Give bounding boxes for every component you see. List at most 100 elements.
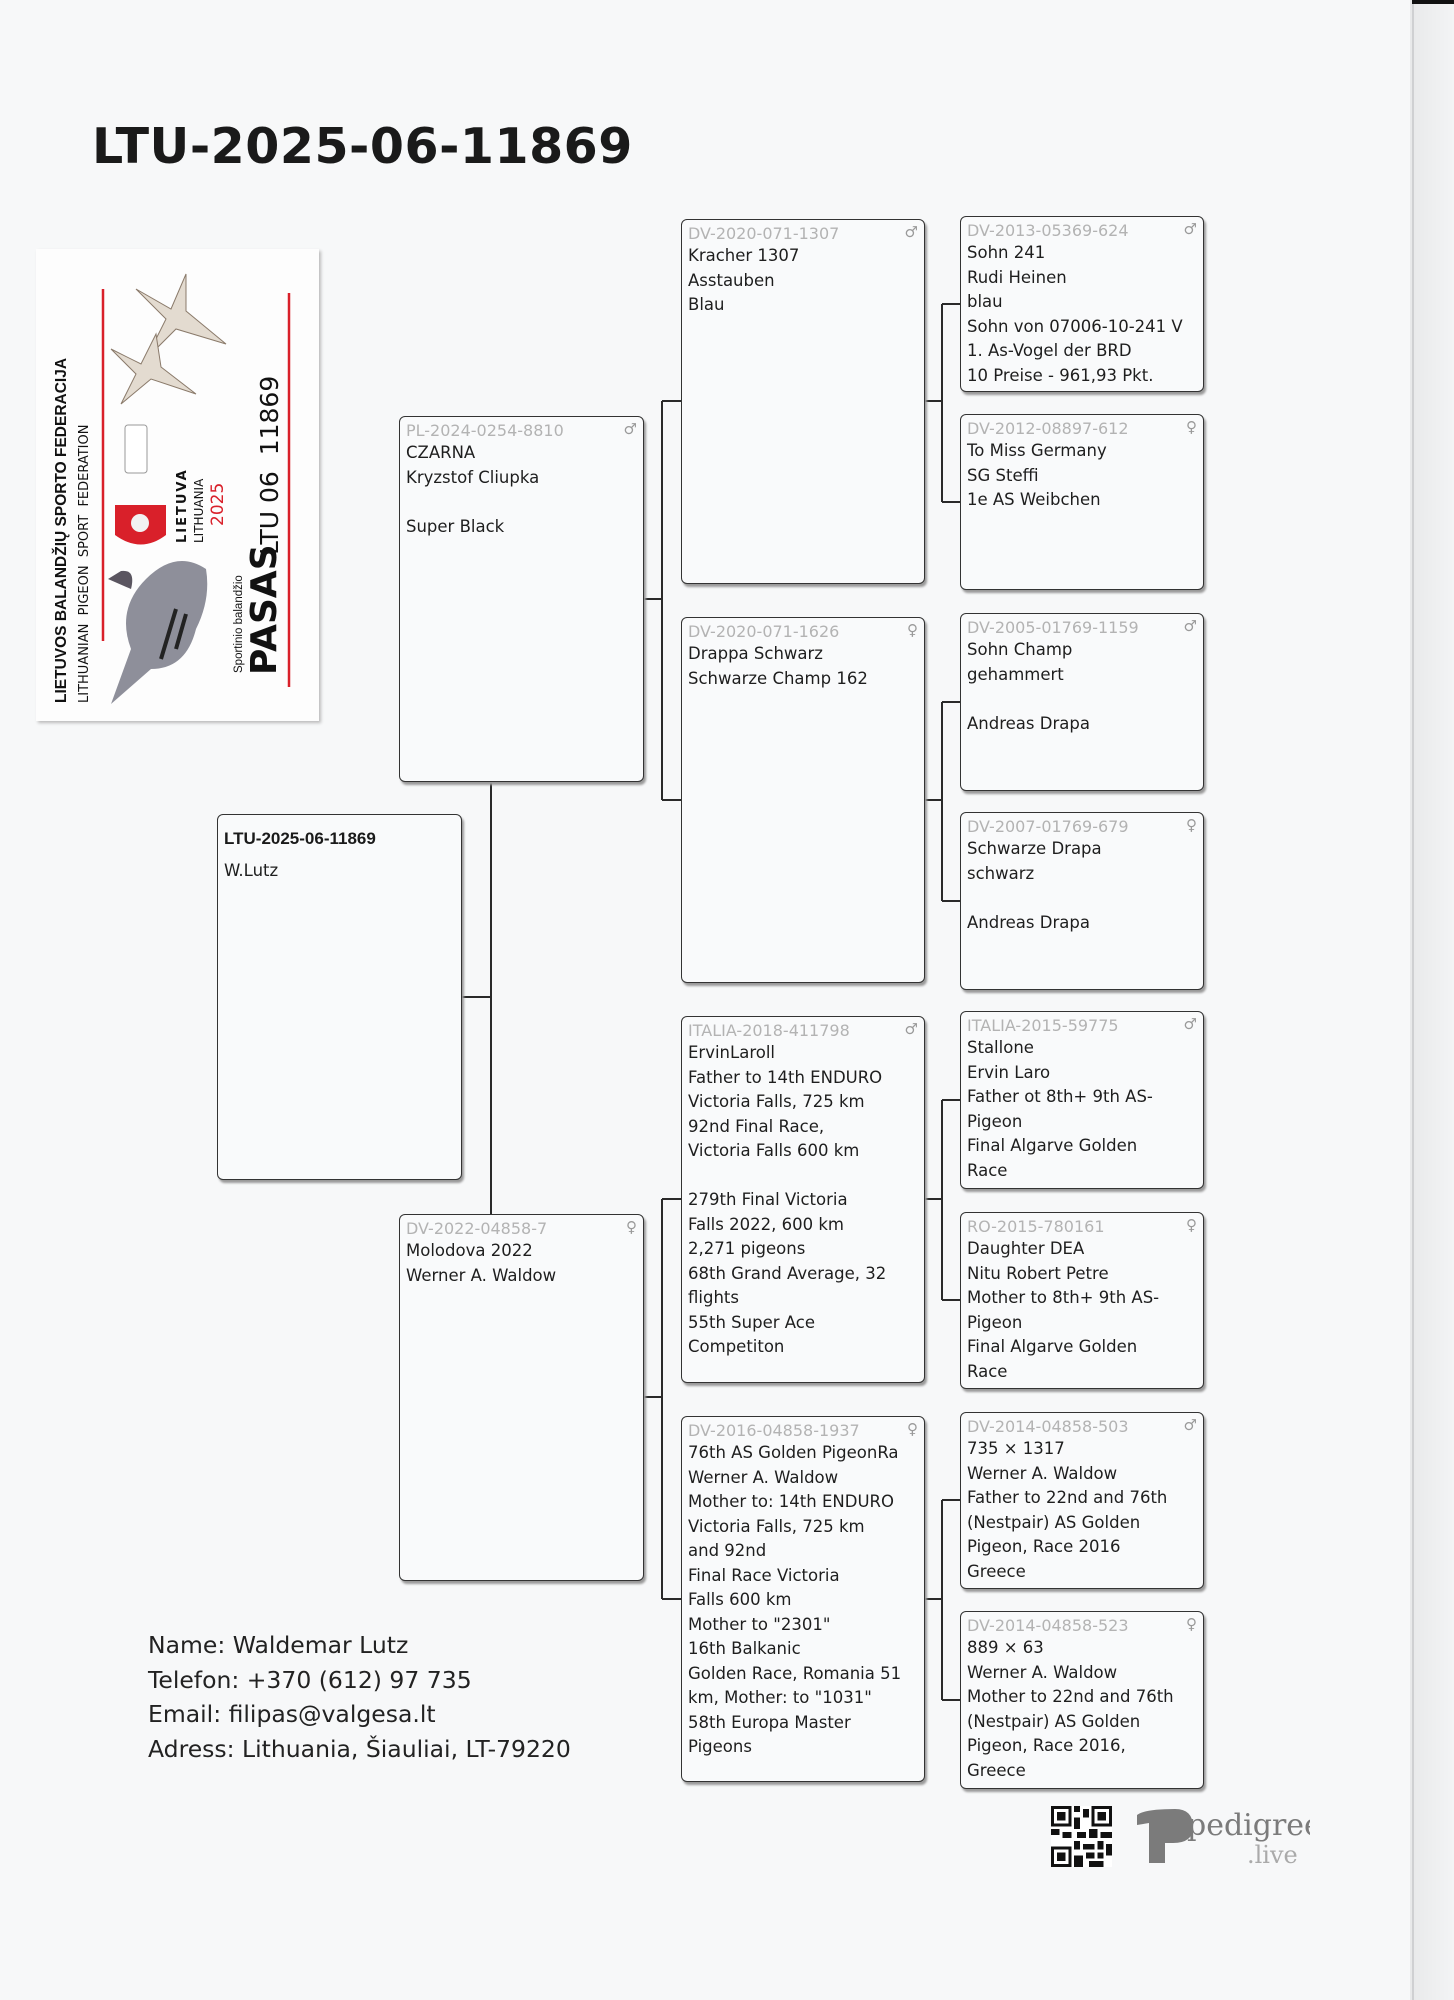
card-line: 16th Balkanic <box>688 1639 801 1658</box>
pigeon-passport-card: LIETUVOS BALANDŽIŲ SPORTO FEDERACIJA LIT… <box>36 249 319 721</box>
card-line: Pigeon, Race 2016 <box>967 1537 1121 1556</box>
tree-connector <box>941 1500 943 1700</box>
federation-name-en: LITHUANIAN PIGEON SPORT FEDERATION <box>77 425 92 703</box>
card-line: Competiton <box>688 1337 785 1356</box>
card-line: Father to 22nd and 76th <box>967 1488 1168 1507</box>
ring-number: DV-2012-08897-612 <box>967 419 1129 438</box>
federation-name-lt: LIETUVOS BALANDŽIŲ SPORTO FEDERACIJA <box>52 358 70 703</box>
tree-connector <box>942 701 960 703</box>
card-line: Final Algarve Golden <box>967 1337 1138 1356</box>
flying-pigeons-image <box>110 273 227 405</box>
qr-code-icon[interactable] <box>1051 1806 1112 1867</box>
card-line: Sohn von 07006-10-241 V <box>967 316 1183 336</box>
male-icon: ♂ <box>1183 1015 1197 1033</box>
tree-connector <box>941 1100 943 1300</box>
ring-number: ITALIA-2015-59775 <box>967 1016 1119 1035</box>
card-line: Schwarze Champ 162 <box>688 668 868 688</box>
card-line: gehammert <box>967 664 1064 684</box>
tree-connector <box>925 1198 942 1200</box>
card-line <box>967 886 1197 911</box>
owner-phone: Telefon: +370 (612) 97 735 <box>148 1665 472 1694</box>
card-line: 58th Europa Master <box>688 1712 851 1732</box>
card-line: Asstauben <box>688 270 775 290</box>
card-line: Greece <box>967 1561 1026 1581</box>
male-icon: ♂ <box>1183 1416 1197 1434</box>
card-line: Ervin Laro <box>967 1062 1051 1082</box>
card-line: Falls 600 km <box>688 1590 792 1609</box>
card-line: 68th Grand Average, 32 <box>688 1263 887 1283</box>
owner-name: Name: Waldemar Lutz <box>148 1631 409 1659</box>
tree-connector <box>925 1598 942 1600</box>
card-line: 2,271 pigeons <box>688 1239 806 1258</box>
card-line: 55th Super Ace <box>688 1312 815 1332</box>
card-line: Mother to "2301" <box>688 1614 831 1634</box>
card-line: flights <box>688 1288 739 1307</box>
card-line: Andreas Drapa <box>967 713 1090 733</box>
card-line: CZARNA <box>406 443 476 462</box>
tree-connector <box>662 799 681 801</box>
card-line: Falls 2022, 600 km <box>688 1214 844 1234</box>
card-line: Race <box>967 1160 1008 1180</box>
tree-connector <box>644 1396 662 1398</box>
card-year: 2025 <box>208 483 228 526</box>
ring-number: DV-2020-071-1626 <box>688 622 840 641</box>
card-line: (Nestpair) AS Golden <box>967 1512 1141 1532</box>
card-line: Father ot 8th+ 9th AS- <box>967 1087 1153 1106</box>
card-line: 735 × 1317 <box>967 1439 1065 1458</box>
card-line: Final Algarve Golden <box>967 1136 1138 1155</box>
card-line: 92nd Final Race, <box>688 1116 825 1136</box>
tree-connector <box>942 900 960 902</box>
federation-badge-icon <box>124 424 148 474</box>
card-line: Pigeon <box>967 1312 1023 1332</box>
country-lt: LIETUVA <box>175 468 190 543</box>
card-line: schwarz <box>967 863 1035 883</box>
owner-address: Adress: Lithuania, Šiauliai, LT-79220 <box>148 1734 571 1763</box>
ring-number: DV-2020-071-1307 <box>688 224 840 243</box>
card-line: Pigeon, Race 2016, <box>967 1736 1126 1755</box>
card-line: Werner A. Waldow <box>688 1467 839 1487</box>
card-line: Race <box>967 1361 1008 1381</box>
card-line: and 92nd <box>688 1541 767 1560</box>
card-line: Molodova 2022 <box>406 1241 533 1260</box>
female-icon: ♀ <box>1186 816 1197 834</box>
card-line: Victoria Falls 600 km <box>688 1141 860 1160</box>
card-line: Victoria Falls, 725 km <box>688 1092 865 1111</box>
card-line: Werner A. Waldow <box>406 1265 557 1285</box>
card-line: Werner A. Waldow <box>967 1662 1118 1682</box>
page-edge-line <box>1412 0 1414 2000</box>
ring-number: PL-2024-0254-8810 <box>406 421 564 440</box>
ancestor-card[interactable]: DV-2016-04858-1937♀76th AS Golden Pigeon… <box>681 1416 925 1782</box>
tree-connector <box>662 400 681 402</box>
card-line: Blau <box>688 295 725 314</box>
tree-connector <box>941 702 943 901</box>
page-edge-shadow <box>1410 0 1454 2000</box>
male-icon: ♂ <box>623 420 637 438</box>
card-line <box>406 490 637 515</box>
ring-number: LTU-2025-06-11869 <box>224 829 376 848</box>
card-line: Andreas Drapa <box>967 912 1090 932</box>
tree-connector <box>942 1699 960 1701</box>
tree-connector <box>942 1499 960 1501</box>
male-icon: ♂ <box>1183 220 1197 238</box>
card-line: 10 Preise - 961,93 Pkt. <box>967 365 1154 385</box>
card-line <box>967 687 1197 712</box>
card-line: Drappa Schwarz <box>688 644 823 663</box>
card-line: Pigeon <box>967 1111 1023 1131</box>
tree-connector <box>942 1099 960 1101</box>
female-icon: ♀ <box>1186 1615 1197 1633</box>
card-line: Greece <box>967 1760 1026 1780</box>
